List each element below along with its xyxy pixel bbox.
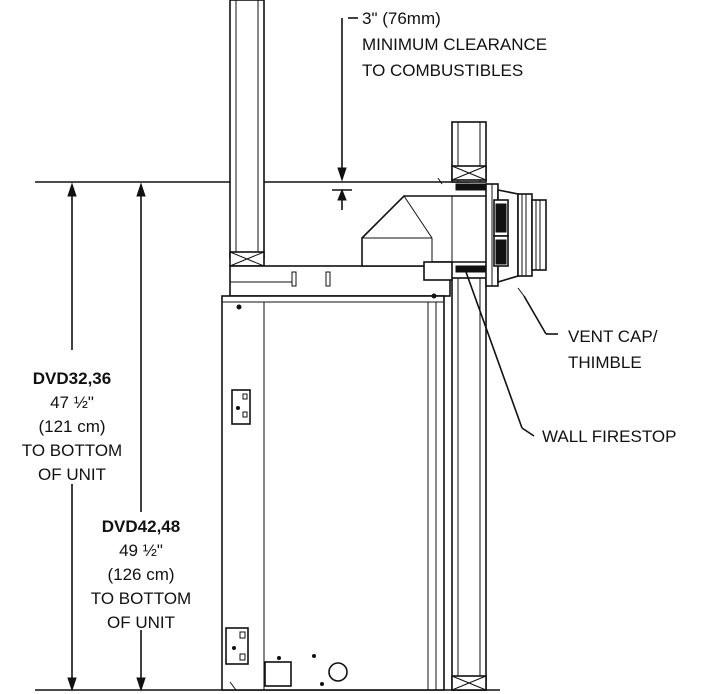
dvd42-line5: OF UNIT <box>107 613 175 632</box>
dvd42-cm: (126 cm) <box>107 565 174 584</box>
firestop-top <box>455 183 489 191</box>
unit-top-header <box>229 265 451 303</box>
dvd32-model: DVD32,36 <box>33 369 111 388</box>
dimension-dvd42 <box>136 182 146 692</box>
vent-cap-label-line1: VENT CAP/ <box>568 327 658 346</box>
wall-firestop-label: WALL FIRESTOP <box>542 427 676 446</box>
dvd42-line4: TO BOTTOM <box>91 589 191 608</box>
clearance-label-line1: 3" (76mm) <box>362 9 441 28</box>
vent-cap-label-line2: THIMBLE <box>568 353 642 372</box>
clearance-leader <box>332 17 443 210</box>
dvd32-cm: (121 cm) <box>38 417 105 436</box>
vent-cap-leader <box>517 287 558 335</box>
dvd32-line5: OF UNIT <box>38 465 106 484</box>
dvd42-model: DVD42,48 <box>102 517 180 536</box>
dvd32-line4: TO BOTTOM <box>22 441 122 460</box>
firestop-bottom <box>455 265 489 273</box>
dvd42-inches: 49 ½" <box>119 541 163 560</box>
dvd32-dimension-label: DVD32,36 47 ½" (121 cm) TO BOTTOM OF UNI… <box>22 369 122 484</box>
fireplace-unit-body <box>221 293 445 691</box>
dvd42-dimension-label: DVD42,48 49 ½" (126 cm) TO BOTTOM OF UNI… <box>91 517 191 632</box>
vent-cap-thimble <box>485 183 547 287</box>
vent-elbow-pipe <box>361 195 491 281</box>
clearance-label-line2: MINIMUM CLEARANCE <box>362 35 547 54</box>
dimension-dvd32 <box>67 182 77 692</box>
wall-framing <box>451 121 487 691</box>
framing-stud <box>229 0 265 267</box>
dvd32-inches: 47 ½" <box>50 393 94 412</box>
wall-firestop-leader <box>465 271 535 437</box>
clearance-label-line3: TO COMBUSTIBLES <box>362 61 523 80</box>
